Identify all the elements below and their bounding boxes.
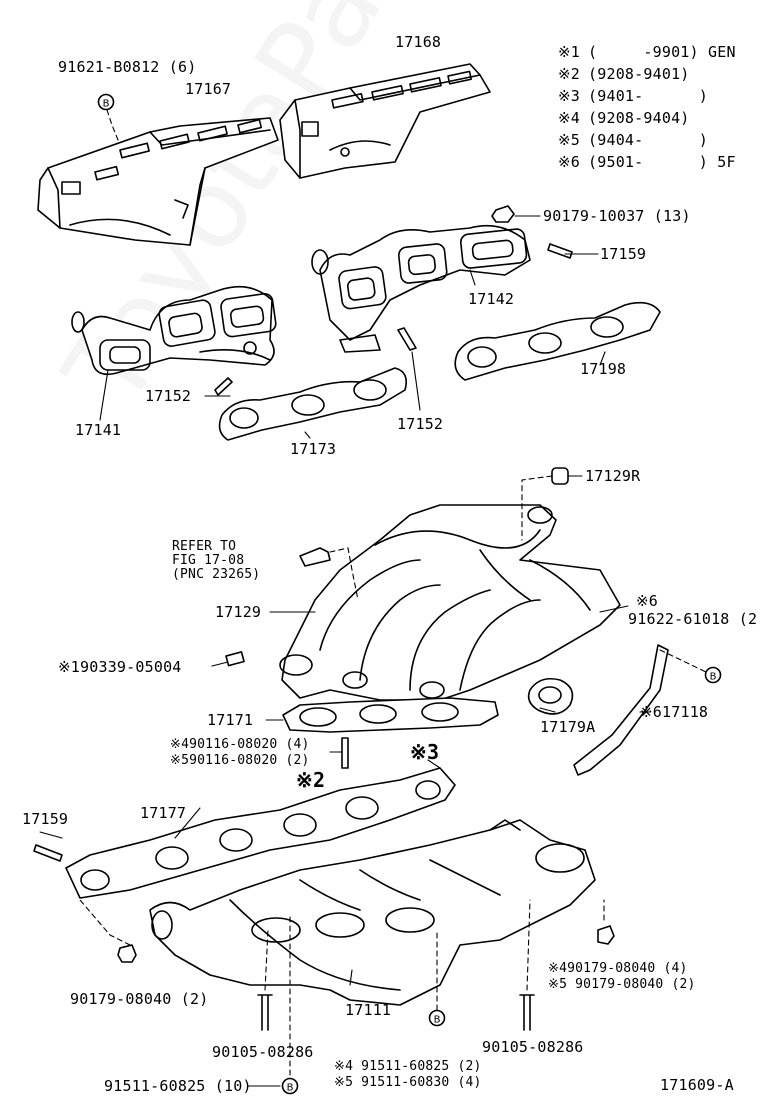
nut-90179-10037[interactable] <box>491 205 515 223</box>
callout-17198[interactable]: 17198 <box>580 360 627 378</box>
callout-mark-3: ※3 <box>410 740 440 764</box>
callout-17167[interactable]: 17167 <box>185 80 232 98</box>
callout-17159-top[interactable]: 17159 <box>600 245 647 263</box>
callout-490116-08020[interactable]: ※490116-08020 (4) <box>170 737 310 752</box>
stud-17159-top[interactable] <box>547 243 573 259</box>
nut-90179-08040-left[interactable] <box>117 944 137 963</box>
legend-mark-6: ※6 <box>558 153 580 171</box>
callout-91622-61018[interactable]: 91622-61018 (2) <box>628 610 760 628</box>
legend-mark-1: ※1 <box>558 43 580 61</box>
callout-590179-08040[interactable]: ※5 90179-08040 (2) <box>548 977 696 992</box>
leader-lines <box>39 109 707 1087</box>
callout-491511-60825[interactable]: ※4 91511-60825 (2) <box>334 1059 482 1074</box>
callout-mark-6: ※6 <box>636 592 658 610</box>
callout-17168[interactable]: 17168 <box>395 33 442 51</box>
callout-90105-08286-left[interactable]: 90105-08286 <box>212 1043 314 1061</box>
legend-mark-4: ※4 <box>558 109 580 127</box>
figure-number: 171609-A <box>660 1076 734 1094</box>
gasket-17171[interactable] <box>282 697 499 733</box>
callout-90179-08040[interactable]: 90179-08040 (2) <box>70 990 209 1008</box>
nut-490179[interactable] <box>597 925 615 945</box>
callout-17111[interactable]: 17111 <box>345 1001 392 1019</box>
gasket-17173[interactable] <box>218 367 408 441</box>
legend-text-2: (9208-9401) <box>588 65 690 83</box>
marker-b-top: B <box>97 93 115 111</box>
callout-17142[interactable]: 17142 <box>468 290 515 308</box>
heat-insulator-17168[interactable] <box>279 63 491 179</box>
legend-text-1: ( -9901) GEN <box>588 43 736 61</box>
marker-b-bottom: B <box>281 1077 299 1095</box>
intake-manifold-17111[interactable] <box>149 819 596 1006</box>
callout-17152-left[interactable]: 17152 <box>145 387 192 405</box>
svg-text:B: B <box>103 99 110 110</box>
callout-refer-fig-17-08[interactable]: REFER TO FIG 17-08 (PNC 23265) <box>172 539 261 582</box>
callout-90179-10037[interactable]: 90179-10037 (13) <box>543 207 691 225</box>
callout-17141[interactable]: 17141 <box>75 421 122 439</box>
callout-17129r[interactable]: 17129R <box>585 467 641 485</box>
callout-190339-05004[interactable]: ※190339-05004 <box>58 658 182 676</box>
gasket-17179a[interactable] <box>527 677 574 715</box>
heat-insulator-17167[interactable] <box>37 117 279 246</box>
callout-91511-60825[interactable]: 91511-60825 (10) <box>104 1077 252 1095</box>
svg-text:B: B <box>434 1015 441 1026</box>
legend-text-5: (9404- ) <box>588 131 708 149</box>
callout-17177[interactable]: 17177 <box>140 804 187 822</box>
callout-17179a[interactable]: 17179A <box>540 718 596 736</box>
exhaust-manifold-17141[interactable] <box>71 285 277 376</box>
callout-490179-08040[interactable]: ※490179-08040 (4) <box>548 961 688 976</box>
bolt-90105-left[interactable] <box>257 994 273 1031</box>
legend-text-6: (9501- ) 5F <box>588 153 736 171</box>
stud-17159-bottom[interactable] <box>33 844 63 862</box>
legend-text-4: (9208-9404) <box>588 109 690 127</box>
callout-91621-b0812[interactable]: 91621-B0812 (6) <box>58 58 197 76</box>
legend-mark-5: ※5 <box>558 131 580 149</box>
stud-490116[interactable] <box>341 737 349 769</box>
callout-590116-08020[interactable]: ※590116-08020 (2) <box>170 753 310 768</box>
callout-17173[interactable]: 17173 <box>290 440 337 458</box>
exhaust-manifold-17142[interactable] <box>311 224 531 353</box>
stay-617118[interactable] <box>573 644 669 776</box>
marker-b-right: B <box>704 666 722 684</box>
callout-90105-08286-right[interactable]: 90105-08286 <box>482 1038 584 1056</box>
callout-617118[interactable]: ※617118 <box>640 703 709 721</box>
intake-manifold-17129[interactable] <box>279 504 621 701</box>
stud-17152-left[interactable] <box>214 377 233 396</box>
legend-text-3: (9401- ) <box>588 87 708 105</box>
sensor-23265[interactable] <box>299 547 331 567</box>
legend-mark-2: ※2 <box>558 65 580 83</box>
svg-text:B: B <box>710 672 717 683</box>
legend-mark-3: ※3 <box>558 87 580 105</box>
callout-mark-2: ※2 <box>296 768 326 792</box>
gasket-17177[interactable] <box>65 767 456 899</box>
callout-591511-60830[interactable]: ※5 91511-60830 (4) <box>334 1075 482 1090</box>
callout-17129[interactable]: 17129 <box>215 603 262 621</box>
gasket-17198[interactable] <box>454 301 661 381</box>
marker-b-bottom-mid: B <box>428 1009 446 1027</box>
callout-17171[interactable]: 17171 <box>207 711 254 729</box>
cap-17129r[interactable] <box>551 467 569 485</box>
callout-17159-bottom[interactable]: 17159 <box>22 810 69 828</box>
plug-190339[interactable] <box>225 651 245 667</box>
svg-text:B: B <box>287 1083 294 1094</box>
bolt-90105-right[interactable] <box>519 994 535 1031</box>
callout-17152-right[interactable]: 17152 <box>397 415 444 433</box>
stud-17152-right[interactable] <box>397 327 417 351</box>
